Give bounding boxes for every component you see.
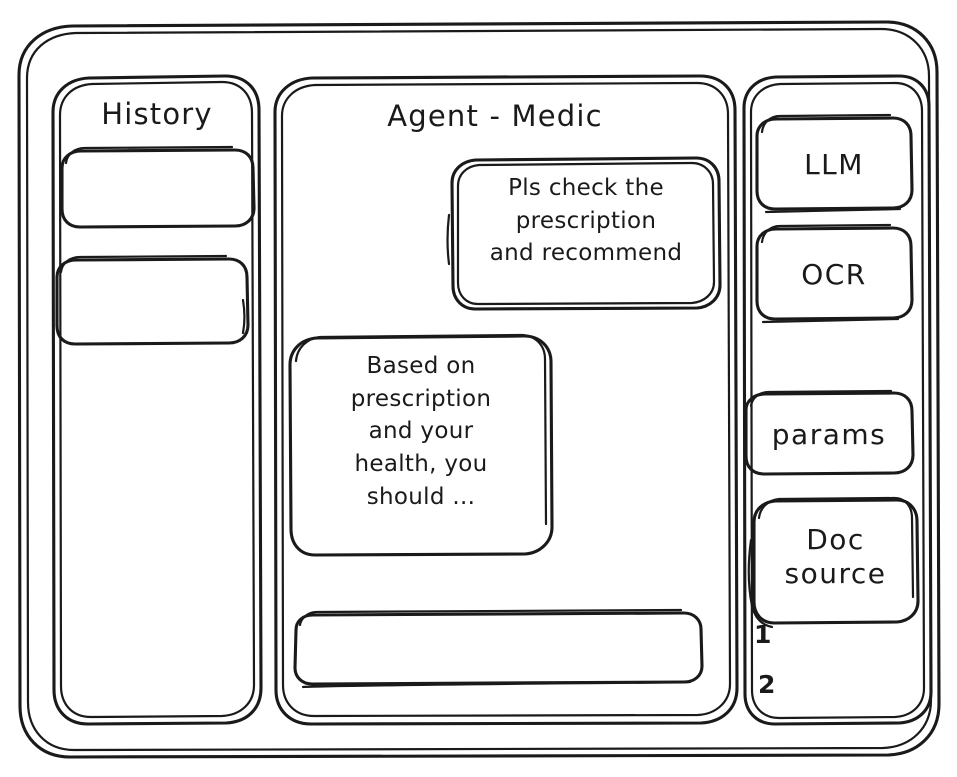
history-panel-outline	[51, 74, 263, 726]
user-message-bubble-outline	[446, 156, 722, 311]
main-panel-outline	[273, 74, 739, 726]
params-box-outline[interactable]	[744, 389, 915, 476]
tool-button-ocr-outline[interactable]	[755, 223, 914, 324]
tools-panel-outline	[742, 74, 933, 726]
composer-input-outline[interactable]	[293, 608, 704, 689]
history-item-1-outline[interactable]	[60, 145, 256, 229]
history-panel[interactable]	[53, 76, 261, 724]
tool-button-llm-outline[interactable]	[755, 113, 914, 214]
tools-panel	[744, 76, 931, 724]
agent-message-bubble-outline	[288, 333, 554, 557]
history-item-2-outline[interactable]	[55, 254, 250, 346]
main-agent-panel	[275, 76, 737, 724]
doc-source-box-outline[interactable]	[747, 496, 920, 629]
